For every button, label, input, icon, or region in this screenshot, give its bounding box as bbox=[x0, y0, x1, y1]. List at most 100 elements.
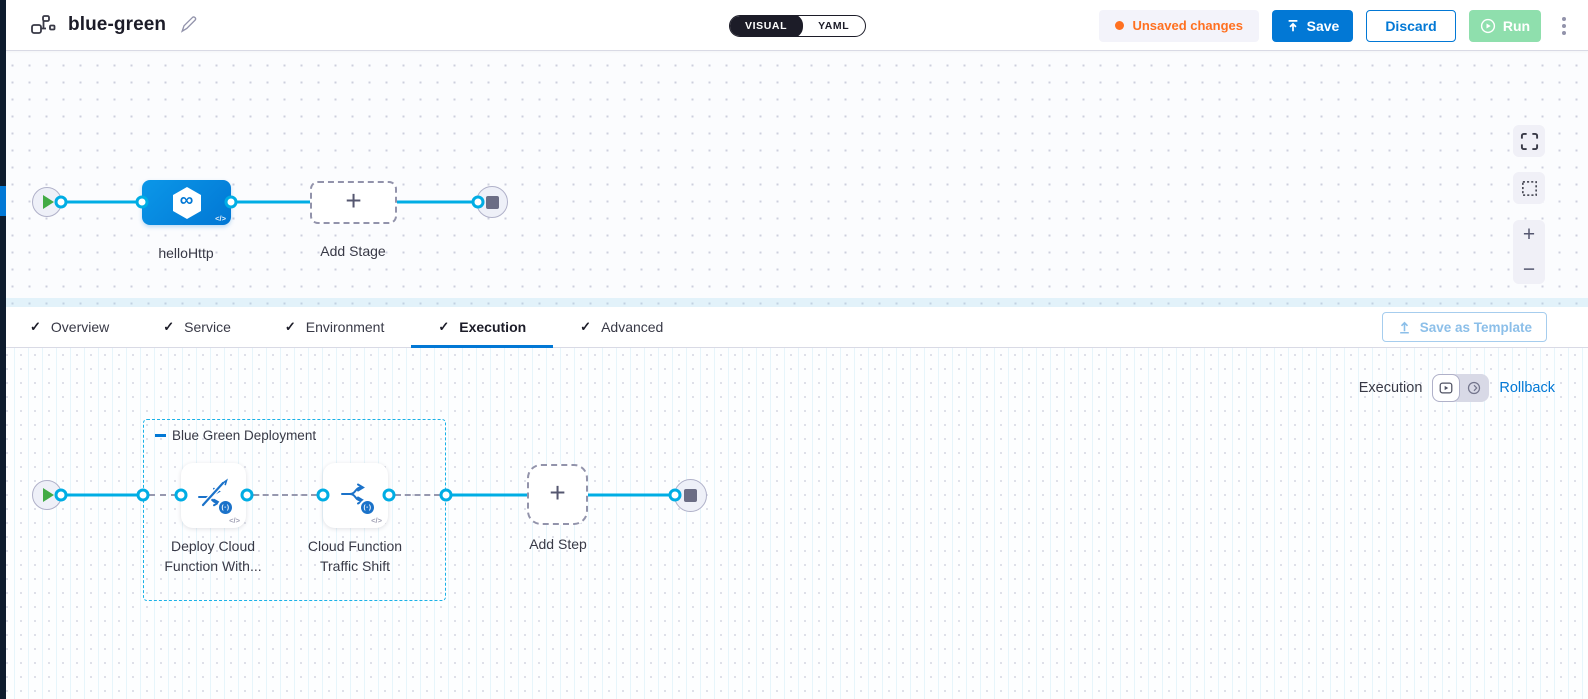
connector-line bbox=[397, 200, 478, 204]
pipeline-header: blue-green VISUAL YAML Unsaved changes S… bbox=[0, 0, 1588, 51]
tab-service[interactable]: ✓ Service bbox=[136, 307, 258, 348]
step-group-title[interactable]: Blue Green Deployment bbox=[155, 428, 316, 443]
check-icon: ✓ bbox=[438, 319, 450, 334]
plus-icon: + bbox=[345, 185, 362, 216]
connector-line bbox=[61, 493, 143, 497]
template-upload-icon bbox=[1399, 321, 1409, 334]
check-icon: ✓ bbox=[284, 319, 296, 334]
toggle-visual[interactable]: VISUAL bbox=[730, 16, 804, 36]
execution-graph-canvas[interactable]: Execution Rollback Blue Green Deplo bbox=[0, 348, 1588, 699]
start-play-icon bbox=[43, 195, 54, 209]
stage-graph-canvas[interactable]: ∞ </> + helloHttp Add Stage + − bbox=[0, 51, 1588, 307]
code-glyph-icon: </> bbox=[371, 516, 382, 525]
connector-port[interactable] bbox=[668, 488, 682, 502]
connector-port[interactable] bbox=[135, 195, 149, 209]
marquee-select-button[interactable] bbox=[1513, 172, 1545, 204]
discard-button[interactable]: Discard bbox=[1366, 9, 1456, 42]
canvas-bottom-tint bbox=[0, 298, 1588, 307]
step-deploy-cloud-function[interactable]: (-) </> bbox=[181, 463, 246, 528]
connector-line bbox=[452, 493, 527, 497]
left-nav-active-indicator bbox=[0, 186, 6, 216]
zoom-out-button[interactable]: − bbox=[1522, 258, 1536, 281]
connector-port[interactable] bbox=[439, 488, 453, 502]
zoom-controls: + − bbox=[1513, 220, 1545, 284]
run-play-icon bbox=[1480, 18, 1496, 33]
connector-port[interactable] bbox=[54, 488, 68, 502]
add-step-label: Add Step bbox=[529, 536, 587, 552]
step-cloud-function-traffic-shift[interactable]: (-) </> bbox=[323, 463, 388, 528]
pipeline-icon bbox=[31, 15, 56, 34]
connector-line bbox=[588, 493, 672, 497]
tab-overview[interactable]: ✓ Overview bbox=[30, 307, 136, 348]
check-icon: ✓ bbox=[30, 319, 41, 334]
connector-port[interactable] bbox=[240, 488, 254, 502]
cloud-function-badge-icon: (-) bbox=[217, 499, 234, 516]
plus-icon: + bbox=[549, 477, 566, 508]
connector-port[interactable] bbox=[471, 195, 485, 209]
step-group-title-label: Blue Green Deployment bbox=[172, 428, 317, 443]
start-play-icon bbox=[43, 488, 54, 502]
visual-yaml-toggle[interactable]: VISUAL YAML bbox=[729, 15, 867, 37]
connector-port[interactable] bbox=[174, 488, 188, 502]
unsaved-dot-icon bbox=[1115, 21, 1125, 30]
connector-port[interactable] bbox=[54, 195, 68, 209]
tab-execution[interactable]: ✓ Execution bbox=[411, 307, 553, 348]
unsaved-changes-label: Unsaved changes bbox=[1132, 18, 1243, 33]
stage-config-tabbar: ✓ Overview ✓ Service ✓ Environment ✓ Exe… bbox=[0, 307, 1588, 348]
zoom-in-button[interactable]: + bbox=[1522, 223, 1536, 246]
left-nav-sliver[interactable] bbox=[0, 0, 6, 699]
collapse-dash-icon bbox=[155, 434, 166, 437]
rollback-link[interactable]: Rollback bbox=[1499, 380, 1555, 396]
fit-to-screen-button[interactable] bbox=[1513, 125, 1545, 157]
execution-mode-control: Execution Rollback bbox=[1359, 374, 1555, 402]
execution-rollback-toggle[interactable] bbox=[1432, 374, 1490, 402]
add-stage-label: Add Stage bbox=[320, 243, 386, 259]
tab-label: Execution bbox=[459, 319, 527, 335]
connector-port[interactable] bbox=[136, 488, 150, 502]
connector-line-dashed bbox=[253, 494, 317, 496]
connector-line bbox=[236, 200, 310, 204]
connector-line-dashed bbox=[149, 494, 177, 496]
infinity-icon: ∞ bbox=[179, 189, 194, 211]
check-icon: ✓ bbox=[163, 319, 175, 334]
rollback-icon bbox=[1468, 381, 1481, 395]
save-button-label: Save bbox=[1306, 17, 1340, 34]
toggle-yaml[interactable]: YAML bbox=[818, 20, 850, 32]
step-label: Deploy Cloud Function With... bbox=[164, 538, 262, 574]
tab-label: Advanced bbox=[601, 319, 664, 335]
step-group-blue-green-deployment[interactable] bbox=[143, 419, 446, 601]
code-glyph-icon: </> bbox=[215, 214, 226, 223]
save-as-template-button[interactable]: Save as Template bbox=[1381, 312, 1547, 342]
more-options-menu[interactable] bbox=[1554, 10, 1574, 42]
cloud-function-badge-icon: (-) bbox=[359, 499, 376, 516]
save-button[interactable]: Save bbox=[1272, 9, 1353, 42]
stage-node-hellohttp[interactable]: ∞ </> bbox=[142, 180, 231, 225]
check-icon: ✓ bbox=[580, 319, 592, 334]
tab-label: Overview bbox=[50, 319, 110, 335]
traffic-shift-icon bbox=[341, 483, 365, 505]
add-step-button[interactable]: + bbox=[527, 464, 588, 525]
add-stage-button[interactable]: + bbox=[310, 181, 397, 224]
toggle-execution-option[interactable] bbox=[1432, 374, 1461, 402]
connector-port[interactable] bbox=[382, 488, 396, 502]
deploy-no-traffic-icon bbox=[198, 478, 228, 507]
tab-label: Service bbox=[184, 319, 231, 335]
execution-mode-label: Execution bbox=[1358, 380, 1423, 396]
toggle-rollback-option[interactable] bbox=[1460, 374, 1488, 402]
connector-line-dashed bbox=[395, 494, 440, 496]
unsaved-changes-badge: Unsaved changes bbox=[1099, 9, 1259, 42]
save-as-template-label: Save as Template bbox=[1419, 319, 1532, 335]
cd-stage-hexagon-icon: ∞ bbox=[169, 185, 205, 221]
connector-port[interactable] bbox=[224, 195, 238, 209]
stop-square-icon bbox=[485, 195, 499, 209]
marquee-icon bbox=[1521, 180, 1537, 196]
connector-port[interactable] bbox=[316, 488, 330, 502]
tab-label: Environment bbox=[305, 319, 385, 335]
discard-button-label: Discard bbox=[1385, 17, 1437, 34]
edit-pencil-icon[interactable] bbox=[178, 15, 198, 35]
stage-name-label: helloHttp bbox=[158, 245, 214, 261]
step-label: Cloud Function Traffic Shift bbox=[307, 538, 403, 574]
tab-advanced[interactable]: ✓ Advanced bbox=[553, 307, 690, 348]
run-button[interactable]: Run bbox=[1469, 9, 1541, 42]
tab-environment[interactable]: ✓ Environment bbox=[258, 307, 412, 348]
